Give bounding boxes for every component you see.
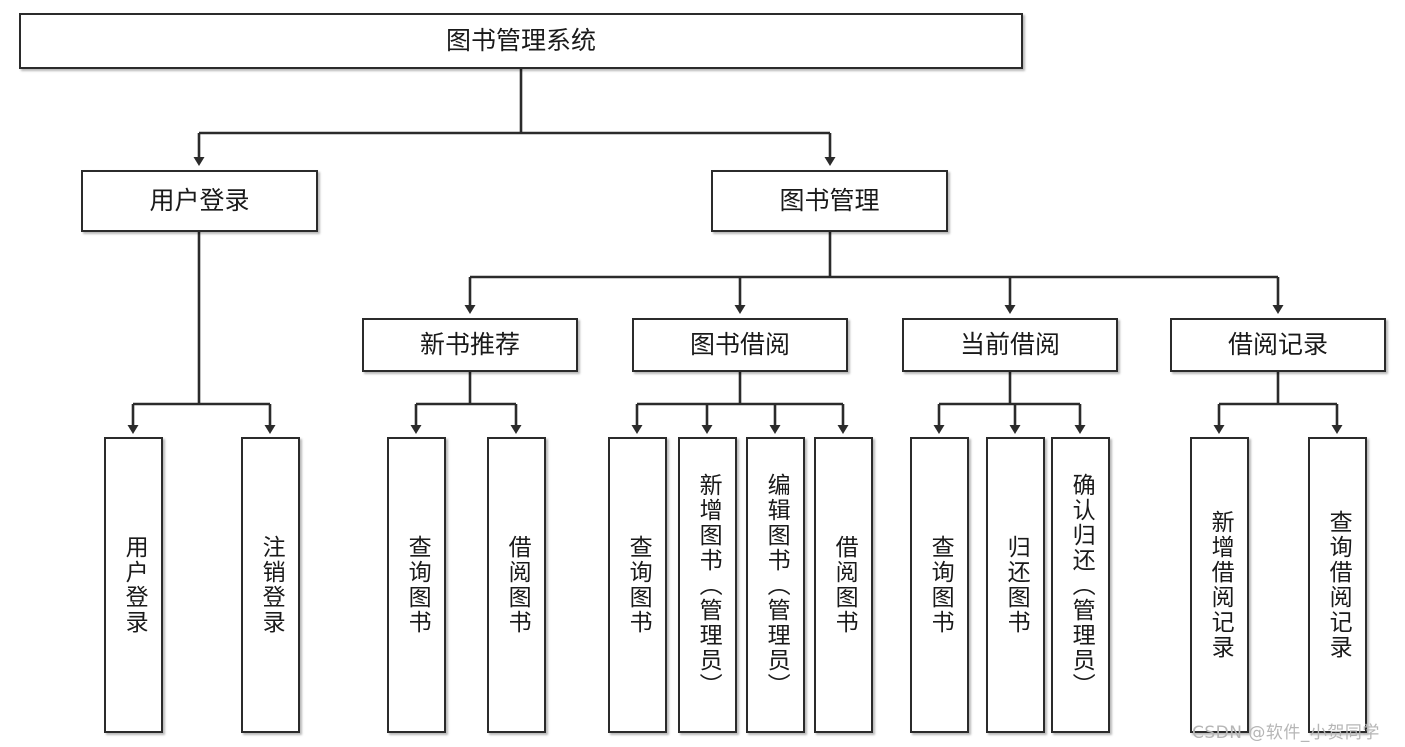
node-label: 查询图书 (625, 535, 652, 635)
node-leaf-confirm-return[interactable]: 确认归还（管理员） (1051, 437, 1110, 733)
node-leaf-add-book[interactable]: 新增图书（管理员） (678, 437, 737, 733)
node-leaf-add-record[interactable]: 新增借阅记录 (1190, 437, 1249, 733)
node-label: 查询图书 (927, 535, 954, 635)
node-label: 新增借阅记录 (1207, 510, 1234, 660)
node-leaf-query-book[interactable]: 查询图书 (608, 437, 667, 733)
node-leaf-user-login[interactable]: 用户登录 (104, 437, 163, 733)
node-leaf-edit-book[interactable]: 编辑图书（管理员） (746, 437, 805, 733)
node-label: 图书管理 (779, 186, 880, 216)
node-label: 借阅记录 (1227, 330, 1328, 360)
node-label: 查询借阅记录 (1325, 510, 1352, 660)
node-leaf-borrow-book-rec[interactable]: 借阅图书 (487, 437, 546, 733)
node-root-system[interactable]: 图书管理系统 (19, 13, 1023, 69)
node-label: 图书管理系统 (445, 26, 596, 56)
node-label: 查询图书 (404, 535, 431, 635)
node-label: 确认归还（管理员） (1068, 472, 1095, 698)
node-label: 借阅图书 (831, 535, 858, 635)
node-label: 新书推荐 (419, 330, 520, 360)
watermark: CSDN @软件_小贺同学 (1192, 723, 1380, 743)
node-label: 归还图书 (1003, 535, 1030, 635)
node-label: 图书借阅 (689, 330, 790, 360)
node-label: 借阅图书 (504, 535, 531, 635)
node-label: 用户登录 (121, 535, 148, 635)
node-leaf-logout[interactable]: 注销登录 (241, 437, 300, 733)
node-new-book-recommend[interactable]: 新书推荐 (362, 318, 578, 372)
node-label: 新增图书（管理员） (695, 472, 722, 698)
node-book-management[interactable]: 图书管理 (711, 170, 948, 232)
node-current-borrow[interactable]: 当前借阅 (902, 318, 1118, 372)
node-label: 编辑图书（管理员） (763, 472, 790, 698)
node-label: 用户登录 (149, 186, 250, 216)
node-leaf-query-book-rec[interactable]: 查询图书 (387, 437, 446, 733)
node-leaf-query-record[interactable]: 查询借阅记录 (1308, 437, 1367, 733)
node-book-borrow[interactable]: 图书借阅 (632, 318, 848, 372)
node-borrow-record[interactable]: 借阅记录 (1170, 318, 1386, 372)
node-leaf-return-book[interactable]: 归还图书 (986, 437, 1045, 733)
node-label: 注销登录 (258, 535, 285, 635)
node-leaf-borrow-book[interactable]: 借阅图书 (814, 437, 873, 733)
node-label: 当前借阅 (959, 330, 1060, 360)
node-user-login[interactable]: 用户登录 (81, 170, 318, 232)
node-leaf-query-book-cur[interactable]: 查询图书 (910, 437, 969, 733)
